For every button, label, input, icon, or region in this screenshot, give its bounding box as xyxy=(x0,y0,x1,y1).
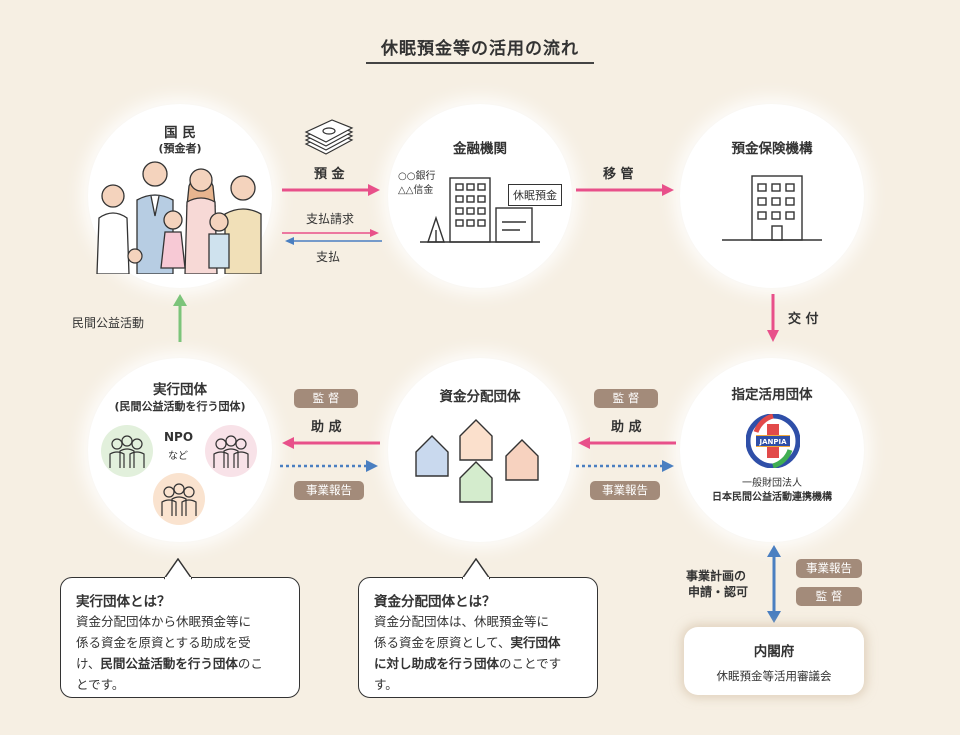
deposit-insurance-title: 預金保険機構 xyxy=(731,141,813,157)
bank-title: 金融機関 xyxy=(453,141,507,157)
deposit-label: 預 金 xyxy=(314,167,345,182)
supervision-pill-right: 監 督 xyxy=(594,389,658,408)
group-icon-green xyxy=(101,425,153,477)
bank-name-1: ○○銀行 xyxy=(398,171,436,182)
cabinet-office-box xyxy=(684,627,864,695)
kokumin-title: 国 民 xyxy=(164,125,196,141)
fund-distribution-explainer-text: 資金分配団体は、休眠預金等に 係る資金を原資として、実行団体 に対し助成を行う団… xyxy=(374,614,562,692)
supervision-pill-left: 監 督 xyxy=(294,389,358,408)
implementing-org-explainer-text: 資金分配団体から休眠預金等に 係る資金を原資とする助成を受 け、民間公益活動を行… xyxy=(76,614,263,692)
implementing-org-explainer xyxy=(60,577,300,698)
subsidy-label-right: 助 成 xyxy=(611,420,642,435)
grandfather-figure xyxy=(224,175,262,274)
grant-down-arrow xyxy=(767,294,779,342)
transfer-arrow xyxy=(576,184,674,196)
subsidy-arrow-left xyxy=(282,437,380,449)
etc-label: など xyxy=(168,451,188,462)
insurance-building-icon xyxy=(722,175,822,241)
report-arrow-right xyxy=(576,460,674,472)
report-pill-cabinet: 事業報告 xyxy=(796,559,862,578)
payment-label: 支払 xyxy=(316,250,341,264)
bank-name-2: △△信金 xyxy=(398,185,434,196)
supervision-pill-cabinet: 監 督 xyxy=(796,587,862,606)
report-pill-left: 事業報告 xyxy=(294,481,364,500)
public-activity-arrow xyxy=(173,294,187,342)
plan-application-label-2: 申請・認可 xyxy=(688,585,749,599)
house-blue-icon xyxy=(415,435,449,477)
payment-arrow xyxy=(285,237,382,245)
designated-org-name: 日本民間公益活動連携機構 xyxy=(712,492,832,503)
child-girl-figure xyxy=(160,210,186,269)
implementing-org-explainer-pointer xyxy=(164,558,192,580)
report-arrow-left xyxy=(280,460,378,472)
plan-application-label-1: 事業計画の xyxy=(686,569,747,583)
house-green-icon xyxy=(459,461,493,503)
grant-issue-label: 交 付 xyxy=(788,312,819,327)
money-stack-icon xyxy=(304,119,354,155)
bank-building-icon xyxy=(420,177,540,243)
page-title: 休眠預金等の活用の流れ xyxy=(381,39,579,59)
implementing-org-title: 実行団体 xyxy=(153,382,207,398)
implementing-org-explainer-title: 実行団体とは？ xyxy=(76,594,171,610)
kokumin-sub: (預金者) xyxy=(158,142,202,155)
grandmother-figure xyxy=(96,184,130,274)
public-activity-label: 民間公益活動 xyxy=(72,316,145,330)
fund-distribution-explainer-title: 資金分配団体とは？ xyxy=(374,594,496,610)
houses-icon xyxy=(415,419,539,503)
implementing-org-sub: (民間公益活動を行う団体) xyxy=(114,400,246,413)
cabinet-double-arrow xyxy=(767,545,781,623)
deposit-arrow xyxy=(282,184,380,196)
fund-distribution-explainer xyxy=(358,577,598,698)
designated-org-type: 一般財団法人 xyxy=(742,478,802,489)
fund-distribution-title: 資金分配団体 xyxy=(439,389,521,405)
house-orange-icon xyxy=(459,419,493,461)
janpia-logo-text: JANPIA xyxy=(758,438,787,446)
payment-request-label: 支払請求 xyxy=(306,212,355,226)
subsidy-arrow-right xyxy=(578,437,676,449)
group-icon-orange xyxy=(153,473,205,525)
npo-label: NPO xyxy=(164,430,194,444)
fund-distribution-explainer-pointer xyxy=(462,558,490,580)
house-peach-icon xyxy=(505,439,539,481)
baby-figure xyxy=(127,248,143,264)
group-icon-pink xyxy=(205,425,257,477)
dormant-deposit-tag: 休眠預金 xyxy=(508,184,562,206)
designated-org-title: 指定活用団体 xyxy=(731,387,813,403)
payment-request-arrow xyxy=(282,229,379,237)
child-boy-figure xyxy=(208,212,230,269)
transfer-label: 移 管 xyxy=(603,167,634,182)
family-illustration xyxy=(96,161,262,274)
janpia-logo-icon: JANPIA xyxy=(746,414,800,468)
title-underline xyxy=(366,62,594,64)
report-pill-right: 事業報告 xyxy=(590,481,660,500)
cabinet-office-title: 内閣府 xyxy=(753,644,795,660)
cabinet-council-label: 休眠預金等活用審議会 xyxy=(716,669,832,683)
subsidy-label-left: 助 成 xyxy=(311,420,342,435)
